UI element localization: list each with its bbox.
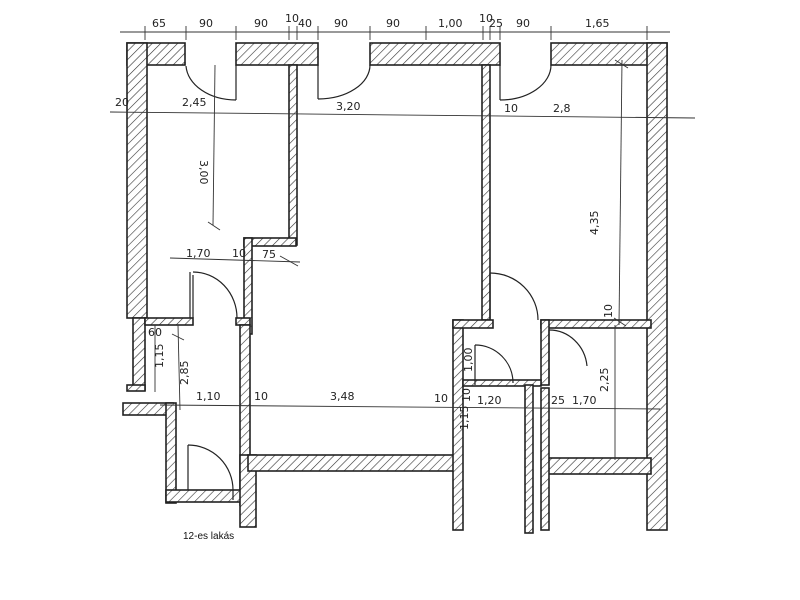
room-dimension-labels: 20 2,45 3,00 3,20 10 2,8 4,35 1,70 10 75…: [115, 96, 615, 430]
top-wall-segment-3: [369, 42, 501, 66]
door-room3: [489, 272, 539, 321]
door-top-1: [184, 62, 237, 101]
dim-top-90c: 90: [334, 17, 348, 30]
dim-bottom-348: 3,48: [330, 390, 355, 403]
dim-bath-170: 1,70: [572, 394, 597, 407]
dim-bath-25: 25: [551, 394, 565, 407]
dim-bath-100: 1,00: [462, 348, 475, 373]
dim-room1-height: 3,00: [197, 160, 210, 185]
door-storage: [189, 271, 238, 319]
partition-hall-room3: [481, 64, 491, 321]
dim-small-115: 1,15: [153, 344, 166, 369]
dim-room3-width: 2,8: [553, 102, 571, 115]
dim-top-100: 1,00: [438, 17, 463, 30]
dim-bottom-110: 1,10: [196, 390, 221, 403]
dim-bath-10: 10: [460, 388, 473, 402]
top-wall-segment-2: [235, 42, 319, 66]
door-bath-small: [474, 344, 514, 385]
dim-top-25: 25: [489, 17, 503, 30]
dim-top-65: 65: [152, 17, 166, 30]
entry-bottom-wall: [165, 489, 251, 503]
dim-top-90b: 90: [254, 17, 268, 30]
dim-step-wall: 10: [232, 247, 246, 260]
bottom-wall-right: [547, 457, 652, 475]
dim-room3-offset: 10: [504, 102, 518, 115]
bath-top-wall: [452, 319, 494, 329]
room1-bottom-wall: [144, 317, 194, 326]
dim-step-width: 1,70: [186, 247, 211, 260]
dim-small-60: 60: [148, 326, 162, 339]
dim-bottom-10b: 10: [434, 392, 448, 405]
partition-room1-hall: [288, 64, 298, 246]
door-top-2: [317, 64, 371, 100]
dim-top-10a: 10: [285, 12, 299, 25]
bath-inner-wall-2: [540, 387, 550, 531]
bottom-wall: [247, 454, 456, 472]
bath-top-wall-right: [540, 319, 652, 329]
left-wall-lower: [132, 317, 146, 391]
dim-room1-width: 2,45: [182, 96, 207, 109]
dim-bath-115: 1,15: [458, 406, 471, 431]
dim-bottom-10a: 10: [254, 390, 268, 403]
bath-inner-wall: [524, 384, 534, 534]
door-top-3: [499, 64, 552, 101]
dim-step-offset: 75: [262, 248, 276, 261]
entry-left-wall: [165, 402, 177, 504]
dim-small-285: 2,85: [178, 361, 191, 386]
dim-top-90e: 90: [516, 17, 530, 30]
dim-top-40: 40: [298, 17, 312, 30]
plan-caption: 12-es lakás: [183, 531, 235, 542]
dim-bath-120: 1,20: [477, 394, 502, 407]
dim-top-165: 1,65: [585, 17, 610, 30]
dim-top-10b: 10: [479, 12, 493, 25]
door-bath-right: [548, 329, 588, 385]
doors: [184, 62, 588, 500]
dim-top-90d: 90: [386, 17, 400, 30]
walls: [122, 42, 668, 534]
room1-bottom-wall-b: [235, 317, 251, 326]
right-wall: [646, 42, 668, 531]
door-entry: [187, 444, 234, 500]
dim-room3-height: 4,35: [588, 211, 601, 236]
top-dimension-labels: 65 90 90 10 40 90 90 1,00 10 25 90 1,65: [152, 12, 610, 30]
bath-middle-wall: [462, 379, 542, 387]
left-wall-upper: [126, 42, 148, 319]
dim-left-20: 20: [115, 96, 129, 109]
dim-right-225: 2,25: [598, 368, 611, 393]
storage-wall-small: [126, 384, 146, 392]
bath-right-wall: [540, 319, 550, 386]
dimension-lines: [109, 26, 696, 460]
dim-right-10: 10: [602, 304, 615, 318]
dim-hall-width: 3,20: [336, 100, 361, 113]
dim-top-90a: 90: [199, 17, 213, 30]
